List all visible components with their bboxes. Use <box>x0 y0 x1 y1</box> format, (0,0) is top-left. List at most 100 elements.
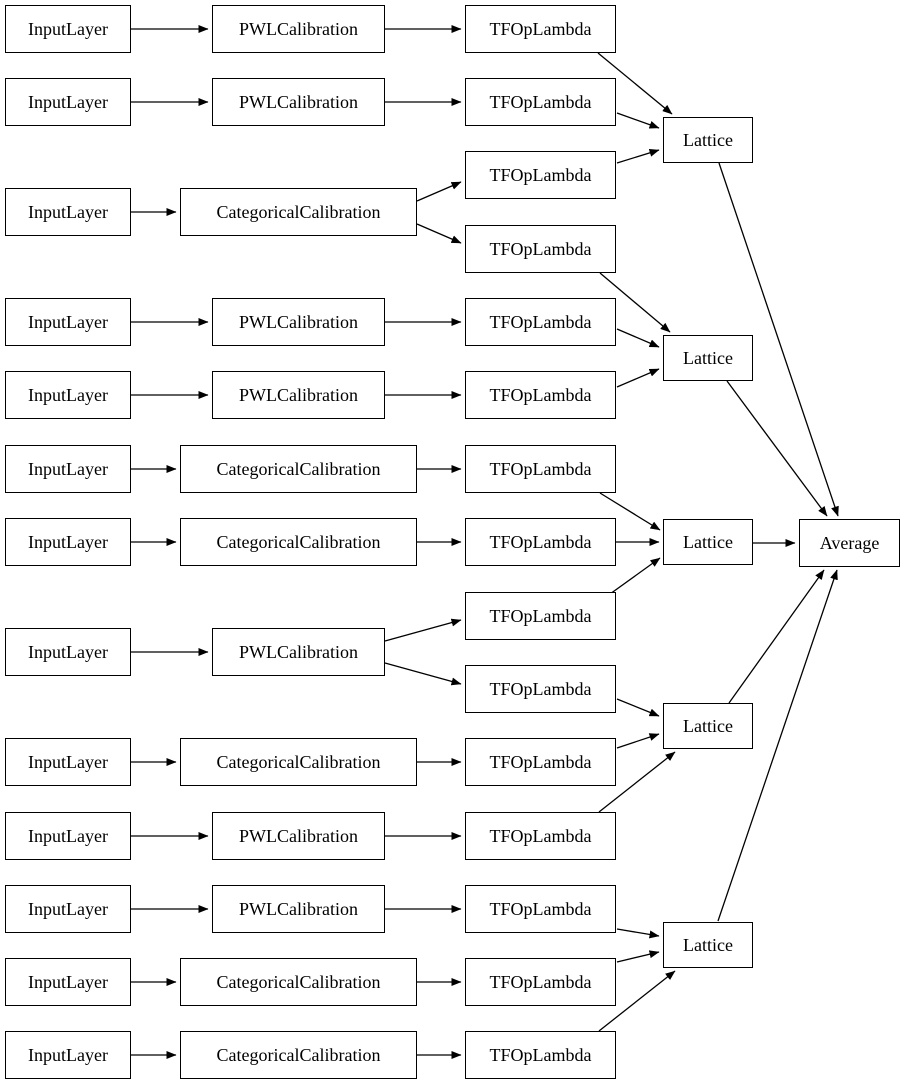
lattice-3-node: Lattice <box>663 519 753 565</box>
edge-tf-op-lambda-2-to-lattice-1 <box>616 112 660 129</box>
node-label: CategoricalCalibration <box>216 1045 381 1065</box>
node-label: CategoricalCalibration <box>216 972 381 992</box>
node-label: CategoricalCalibration <box>216 532 381 552</box>
node-label: TFOpLambda <box>489 1045 592 1065</box>
tf-op-lambda-3-node: TFOpLambda <box>465 151 616 199</box>
node-label: TFOpLambda <box>489 165 592 185</box>
node-label: CategoricalCalibration <box>216 752 381 772</box>
node-label: InputLayer <box>28 972 108 992</box>
node-label: TFOpLambda <box>489 459 592 479</box>
edge-tf-op-lambda-10-to-lattice-4 <box>616 698 660 717</box>
edge-tf-op-lambda-5-to-lattice-2 <box>616 328 660 348</box>
node-label: TFOpLambda <box>489 532 592 552</box>
tf-op-lambda-12-node: TFOpLambda <box>465 812 616 860</box>
pwl-calibration-1-node: PWLCalibration <box>212 5 385 53</box>
edge-pwl-calibration-5-to-tf-op-lambda-9 <box>384 618 462 642</box>
categorical-calibration-2-node: CategoricalCalibration <box>180 445 417 493</box>
edge-lattice-4-to-average <box>728 569 825 704</box>
node-label: InputLayer <box>28 642 108 662</box>
node-label: Lattice <box>683 130 733 150</box>
node-label: Average <box>819 533 880 553</box>
node-label: TFOpLambda <box>489 239 592 259</box>
node-label: InputLayer <box>28 202 108 222</box>
node-label: TFOpLambda <box>489 606 592 626</box>
node-label: TFOpLambda <box>489 679 592 699</box>
input-layer-3-node: InputLayer <box>5 188 131 236</box>
node-label: PWLCalibration <box>239 826 358 846</box>
node-label: TFOpLambda <box>489 972 592 992</box>
tf-op-lambda-1-node: TFOpLambda <box>465 5 616 53</box>
input-layer-8-node: InputLayer <box>5 628 131 676</box>
node-label: InputLayer <box>28 532 108 552</box>
tf-op-lambda-5-node: TFOpLambda <box>465 298 616 346</box>
node-label: TFOpLambda <box>489 92 592 112</box>
pwl-calibration-3-node: PWLCalibration <box>212 298 385 346</box>
tf-op-lambda-7-node: TFOpLambda <box>465 445 616 493</box>
categorical-calibration-5-node: CategoricalCalibration <box>180 958 417 1006</box>
input-layer-2-node: InputLayer <box>5 78 131 126</box>
edge-tf-op-lambda-6-to-lattice-2 <box>616 368 660 388</box>
input-layer-9-node: InputLayer <box>5 738 131 786</box>
node-label: InputLayer <box>28 92 108 112</box>
input-layer-4-node: InputLayer <box>5 298 131 346</box>
node-label: PWLCalibration <box>239 642 358 662</box>
tf-op-lambda-2-node: TFOpLambda <box>465 78 616 126</box>
edge-pwl-calibration-5-to-tf-op-lambda-10 <box>384 662 462 686</box>
tf-op-lambda-6-node: TFOpLambda <box>465 371 616 419</box>
node-label: Lattice <box>683 935 733 955</box>
edge-tf-op-lambda-11-to-lattice-4 <box>616 733 660 749</box>
tf-op-lambda-4-node: TFOpLambda <box>465 225 616 273</box>
edge-tf-op-lambda-13-to-lattice-5 <box>616 928 660 939</box>
pwl-calibration-6-node: PWLCalibration <box>212 812 385 860</box>
node-label: PWLCalibration <box>239 19 358 39</box>
input-layer-11-node: InputLayer <box>5 885 131 933</box>
tf-op-lambda-8-node: TFOpLambda <box>465 518 616 566</box>
node-label: TFOpLambda <box>489 312 592 332</box>
input-layer-1-node: InputLayer <box>5 5 131 53</box>
node-label: InputLayer <box>28 1045 108 1065</box>
edge-tf-op-lambda-9-to-lattice-3 <box>609 557 661 595</box>
lattice-2-node: Lattice <box>663 335 753 381</box>
node-label: PWLCalibration <box>239 385 358 405</box>
node-label: InputLayer <box>28 19 108 39</box>
edge-categorical-calibration-1-to-tf-op-lambda-3 <box>416 181 462 202</box>
categorical-calibration-6-node: CategoricalCalibration <box>180 1031 417 1079</box>
pwl-calibration-7-node: PWLCalibration <box>212 885 385 933</box>
categorical-calibration-3-node: CategoricalCalibration <box>180 518 417 566</box>
node-label: PWLCalibration <box>239 312 358 332</box>
node-label: PWLCalibration <box>239 899 358 919</box>
edge-categorical-calibration-1-to-tf-op-lambda-4 <box>416 223 462 244</box>
input-layer-13-node: InputLayer <box>5 1031 131 1079</box>
lattice-4-node: Lattice <box>663 703 753 749</box>
input-layer-12-node: InputLayer <box>5 958 131 1006</box>
tf-op-lambda-15-node: TFOpLambda <box>465 1031 616 1079</box>
input-layer-7-node: InputLayer <box>5 518 131 566</box>
edge-lattice-2-to-average <box>726 380 828 517</box>
tf-op-lambda-9-node: TFOpLambda <box>465 592 616 640</box>
node-label: TFOpLambda <box>489 385 592 405</box>
node-label: TFOpLambda <box>489 19 592 39</box>
node-label: TFOpLambda <box>489 826 592 846</box>
categorical-calibration-4-node: CategoricalCalibration <box>180 738 417 786</box>
tf-op-lambda-10-node: TFOpLambda <box>465 665 616 713</box>
node-label: TFOpLambda <box>489 899 592 919</box>
input-layer-5-node: InputLayer <box>5 371 131 419</box>
node-label: InputLayer <box>28 459 108 479</box>
pwl-calibration-4-node: PWLCalibration <box>212 371 385 419</box>
pwl-calibration-2-node: PWLCalibration <box>212 78 385 126</box>
tf-op-lambda-13-node: TFOpLambda <box>465 885 616 933</box>
input-layer-10-node: InputLayer <box>5 812 131 860</box>
node-label: PWLCalibration <box>239 92 358 112</box>
lattice-5-node: Lattice <box>663 922 753 968</box>
node-label: InputLayer <box>28 899 108 919</box>
node-label: CategoricalCalibration <box>216 202 381 222</box>
node-label: InputLayer <box>28 826 108 846</box>
node-label: Lattice <box>683 348 733 368</box>
node-label: TFOpLambda <box>489 752 592 772</box>
lattice-1-node: Lattice <box>663 117 753 163</box>
node-label: InputLayer <box>28 312 108 332</box>
node-label: InputLayer <box>28 385 108 405</box>
tf-op-lambda-14-node: TFOpLambda <box>465 958 616 1006</box>
